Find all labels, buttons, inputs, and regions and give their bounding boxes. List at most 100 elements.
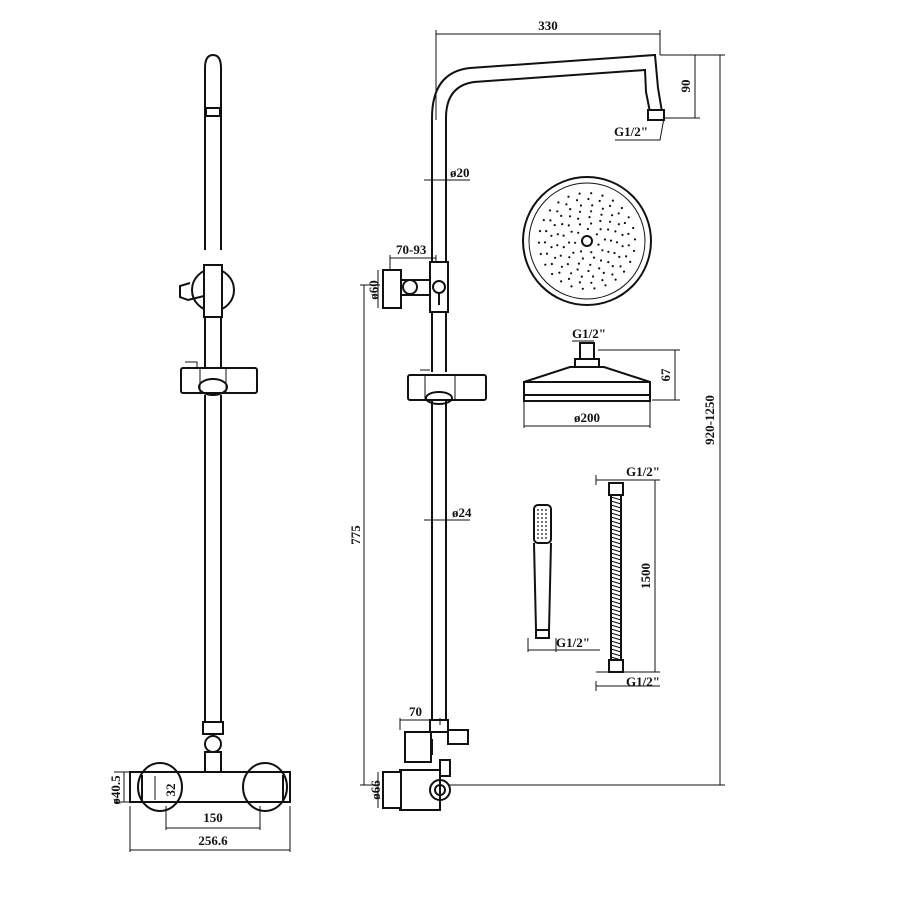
hose: G1/2" 1500 G1/2" xyxy=(595,464,660,691)
body-width-label: 256.6 xyxy=(198,833,228,848)
hose-coil xyxy=(610,548,622,553)
riser-height-label: 775 xyxy=(348,525,363,545)
nozzle xyxy=(632,249,636,252)
nozzle xyxy=(599,228,602,231)
head-thread-label: G1/2" xyxy=(572,326,606,341)
nozzle xyxy=(538,230,542,233)
lower-pipe-diameter-label: ø24 xyxy=(452,505,472,520)
spray-hole xyxy=(541,521,543,523)
nozzle xyxy=(537,241,541,244)
nozzle xyxy=(600,213,603,216)
nozzle xyxy=(611,199,615,202)
nozzle xyxy=(568,215,572,218)
hose-top-thread-label: G1/2" xyxy=(626,464,660,479)
nozzle xyxy=(586,227,590,231)
nozzle xyxy=(589,263,592,266)
nozzle xyxy=(560,214,563,217)
nozzle xyxy=(591,204,594,207)
spray-hole xyxy=(541,533,543,535)
hose-coil xyxy=(610,632,622,637)
valve-offset-label: 70 xyxy=(409,704,422,719)
nozzle xyxy=(579,250,583,253)
hose-coil xyxy=(610,528,622,533)
nozzle xyxy=(574,241,577,244)
nozzle xyxy=(570,272,573,275)
nozzle xyxy=(611,273,614,276)
arm-thread-label: G1/2" xyxy=(614,124,648,139)
nozzle xyxy=(592,256,596,259)
hose-coil xyxy=(610,512,622,517)
nozzle xyxy=(601,279,604,282)
hose-coil xyxy=(610,564,622,569)
nozzle xyxy=(553,224,556,227)
body-depth-label: 32 xyxy=(163,784,178,797)
spray-hole xyxy=(541,529,543,531)
nozzle xyxy=(632,226,635,230)
nozzle xyxy=(567,224,570,227)
nozzle xyxy=(598,267,601,270)
nozzle xyxy=(561,223,564,226)
body-diameter-label: ø40.5 xyxy=(108,775,123,805)
nozzle xyxy=(607,228,610,231)
nozzle xyxy=(590,192,593,195)
head-height-label: 67 xyxy=(658,368,673,382)
arm-length-label: 330 xyxy=(538,18,558,33)
hose-coil xyxy=(610,540,622,545)
nozzle xyxy=(613,251,616,255)
hose-length-label: 1500 xyxy=(638,563,653,589)
nozzle xyxy=(548,209,552,212)
spray-hole xyxy=(545,533,547,535)
hose-coil xyxy=(610,556,622,561)
hose-coil xyxy=(610,544,622,549)
nozzle xyxy=(627,232,630,235)
nozzle xyxy=(551,272,554,276)
nozzle xyxy=(627,216,630,219)
hose-coil xyxy=(610,504,622,509)
hose-coil xyxy=(610,640,622,645)
nozzle xyxy=(625,255,628,258)
inlet-centres-label: 150 xyxy=(203,810,223,825)
spray-hole xyxy=(545,537,547,539)
nozzle xyxy=(601,207,605,210)
hose-coil xyxy=(610,560,622,565)
spray-hole xyxy=(537,509,539,511)
nozzle xyxy=(544,263,547,266)
nozzle xyxy=(545,252,549,255)
nozzle xyxy=(599,219,602,223)
nozzle xyxy=(570,285,573,288)
nozzle xyxy=(542,219,545,222)
hose-coil xyxy=(610,588,622,593)
spray-hole xyxy=(545,525,547,527)
nozzle xyxy=(577,262,581,265)
nozzle xyxy=(590,210,593,213)
hose-coil xyxy=(610,532,622,537)
nozzle xyxy=(580,275,583,278)
nozzle xyxy=(550,246,553,249)
nozzle xyxy=(578,223,582,226)
spray-hole xyxy=(537,533,539,535)
nozzle xyxy=(617,212,620,215)
nozzle xyxy=(592,275,595,278)
nozzle xyxy=(543,241,547,244)
nozzle xyxy=(572,251,575,254)
nozzle xyxy=(622,270,626,273)
hose-coil xyxy=(610,624,622,629)
nozzle xyxy=(578,281,582,284)
nozzle xyxy=(550,234,553,237)
nozzle xyxy=(565,203,568,206)
nozzle xyxy=(599,259,603,262)
nozzle-pattern xyxy=(537,192,637,290)
side-view xyxy=(382,53,665,811)
nozzle xyxy=(577,231,580,234)
hose-bottom-thread-label: G1/2" xyxy=(626,674,660,689)
spray-hole xyxy=(545,509,547,511)
overall-height-label: 920-1250 xyxy=(702,395,717,445)
spray-hole xyxy=(545,513,547,515)
nozzle xyxy=(607,250,610,253)
side-view-dimensions: 330 90 G1/2" ø20 70-93 ø60 775 ø24 70 ø6… xyxy=(348,18,725,808)
hose-coil xyxy=(610,572,622,577)
nozzle xyxy=(567,277,571,280)
front-view xyxy=(129,53,291,812)
nozzle xyxy=(557,201,560,204)
